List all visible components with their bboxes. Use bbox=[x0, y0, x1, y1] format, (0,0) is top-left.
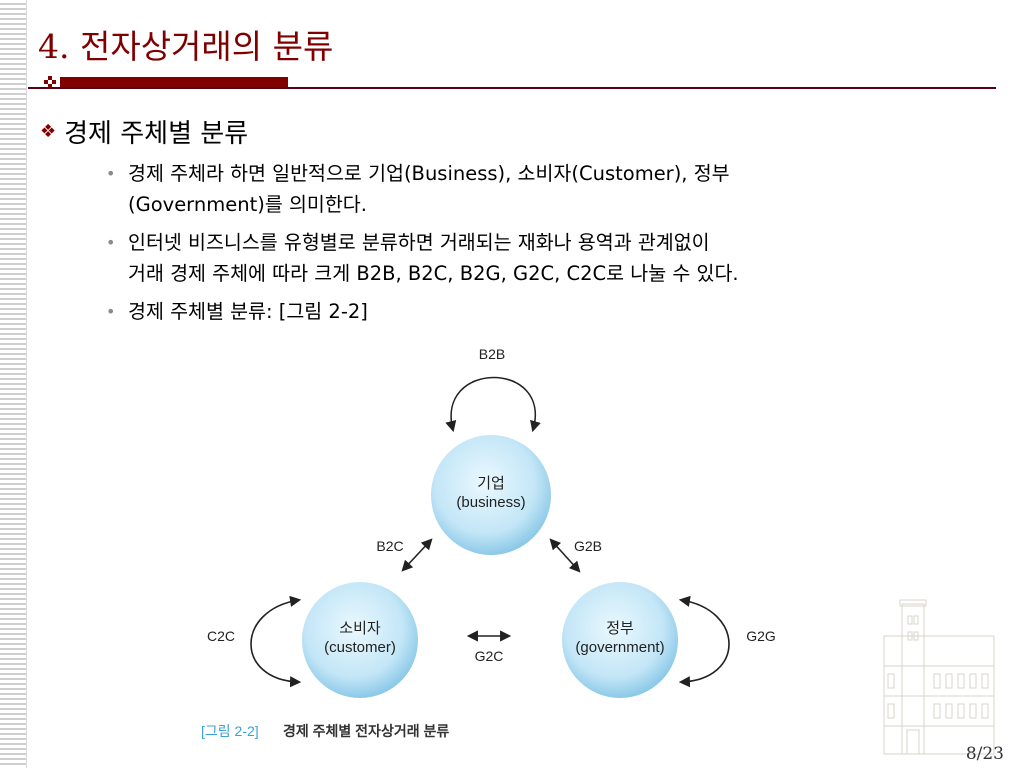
list-item: • 인터넷 비즈니스를 유형별로 분류하면 거래되는 재화나 용역과 관계없이 … bbox=[106, 227, 976, 289]
bullet-text: 거래 경제 주체에 따라 크게 B2B, B2C, B2G, G2C, C2C로… bbox=[128, 262, 739, 285]
government-node-sublabel: (government) bbox=[575, 639, 664, 656]
business-node-label: 기업 bbox=[477, 475, 505, 492]
government-node-label: 정부 bbox=[606, 620, 634, 637]
bullet-text: 경제 주체별 분류: [그림 2-2] bbox=[128, 300, 368, 323]
b2c-arrow bbox=[401, 538, 433, 572]
bullet-dot-icon: • bbox=[106, 302, 116, 321]
building-illustration bbox=[883, 599, 995, 755]
edge-label-g2c: G2C bbox=[475, 648, 504, 664]
bullet-list: • 경제 주체라 하면 일반적으로 기업(Business), 소비자(Cust… bbox=[106, 158, 976, 334]
left-stripe-decoration bbox=[0, 0, 27, 768]
edge-label-g2g: G2G bbox=[746, 628, 776, 644]
customer-node bbox=[302, 582, 418, 698]
b2b-loop-arrow bbox=[445, 376, 541, 433]
customer-node-label: 소비자 bbox=[339, 620, 381, 637]
figure-caption-text: 경제 주체별 전자상거래 분류 bbox=[283, 723, 449, 739]
c2c-loop-arrow bbox=[250, 595, 302, 688]
section-heading-text: 경제 주체별 분류 bbox=[64, 119, 249, 149]
list-item: • 경제 주체라 하면 일반적으로 기업(Business), 소비자(Cust… bbox=[106, 158, 976, 220]
bullet-dot-icon: • bbox=[106, 233, 116, 252]
bullet-text: 경제 주체라 하면 일반적으로 기업(Business), 소비자(Custom… bbox=[128, 162, 730, 185]
section-heading: ❖ 경제 주체별 분류 bbox=[40, 113, 248, 150]
edge-label-c2c: C2C bbox=[207, 628, 235, 644]
government-node bbox=[562, 582, 678, 698]
g2b-arrow bbox=[549, 538, 581, 573]
list-item: • 경제 주체별 분류: [그림 2-2] bbox=[106, 296, 976, 327]
customer-node-sublabel: (customer) bbox=[324, 639, 396, 656]
page-number: 8/23 bbox=[965, 744, 1004, 764]
bullet-dot-icon: • bbox=[106, 164, 116, 183]
classification-diagram: B2B 기업 (business) B2C G2B 소비자 (customer)… bbox=[201, 346, 776, 739]
title-divider bbox=[28, 87, 996, 89]
bullet-text: 인터넷 비즈니스를 유형별로 분류하면 거래되는 재화나 용역과 관계없이 bbox=[128, 231, 710, 254]
business-node-sublabel: (business) bbox=[456, 494, 525, 511]
title-accent-bar bbox=[60, 77, 288, 88]
edge-label-b2c: B2C bbox=[376, 538, 403, 554]
figure-caption-label: [그림 2-2] bbox=[201, 723, 259, 739]
edge-label-b2b: B2B bbox=[479, 346, 505, 362]
slide-title: 4. 전자상거래의 분류 bbox=[38, 27, 334, 66]
g2g-loop-arrow bbox=[678, 595, 730, 688]
bullet-text: (Government)를 의미한다. bbox=[128, 193, 367, 216]
edge-label-g2b: G2B bbox=[574, 538, 602, 554]
title-ornament-icon bbox=[44, 76, 56, 88]
business-node bbox=[431, 435, 551, 555]
diamond-bullet-icon: ❖ bbox=[40, 121, 57, 142]
